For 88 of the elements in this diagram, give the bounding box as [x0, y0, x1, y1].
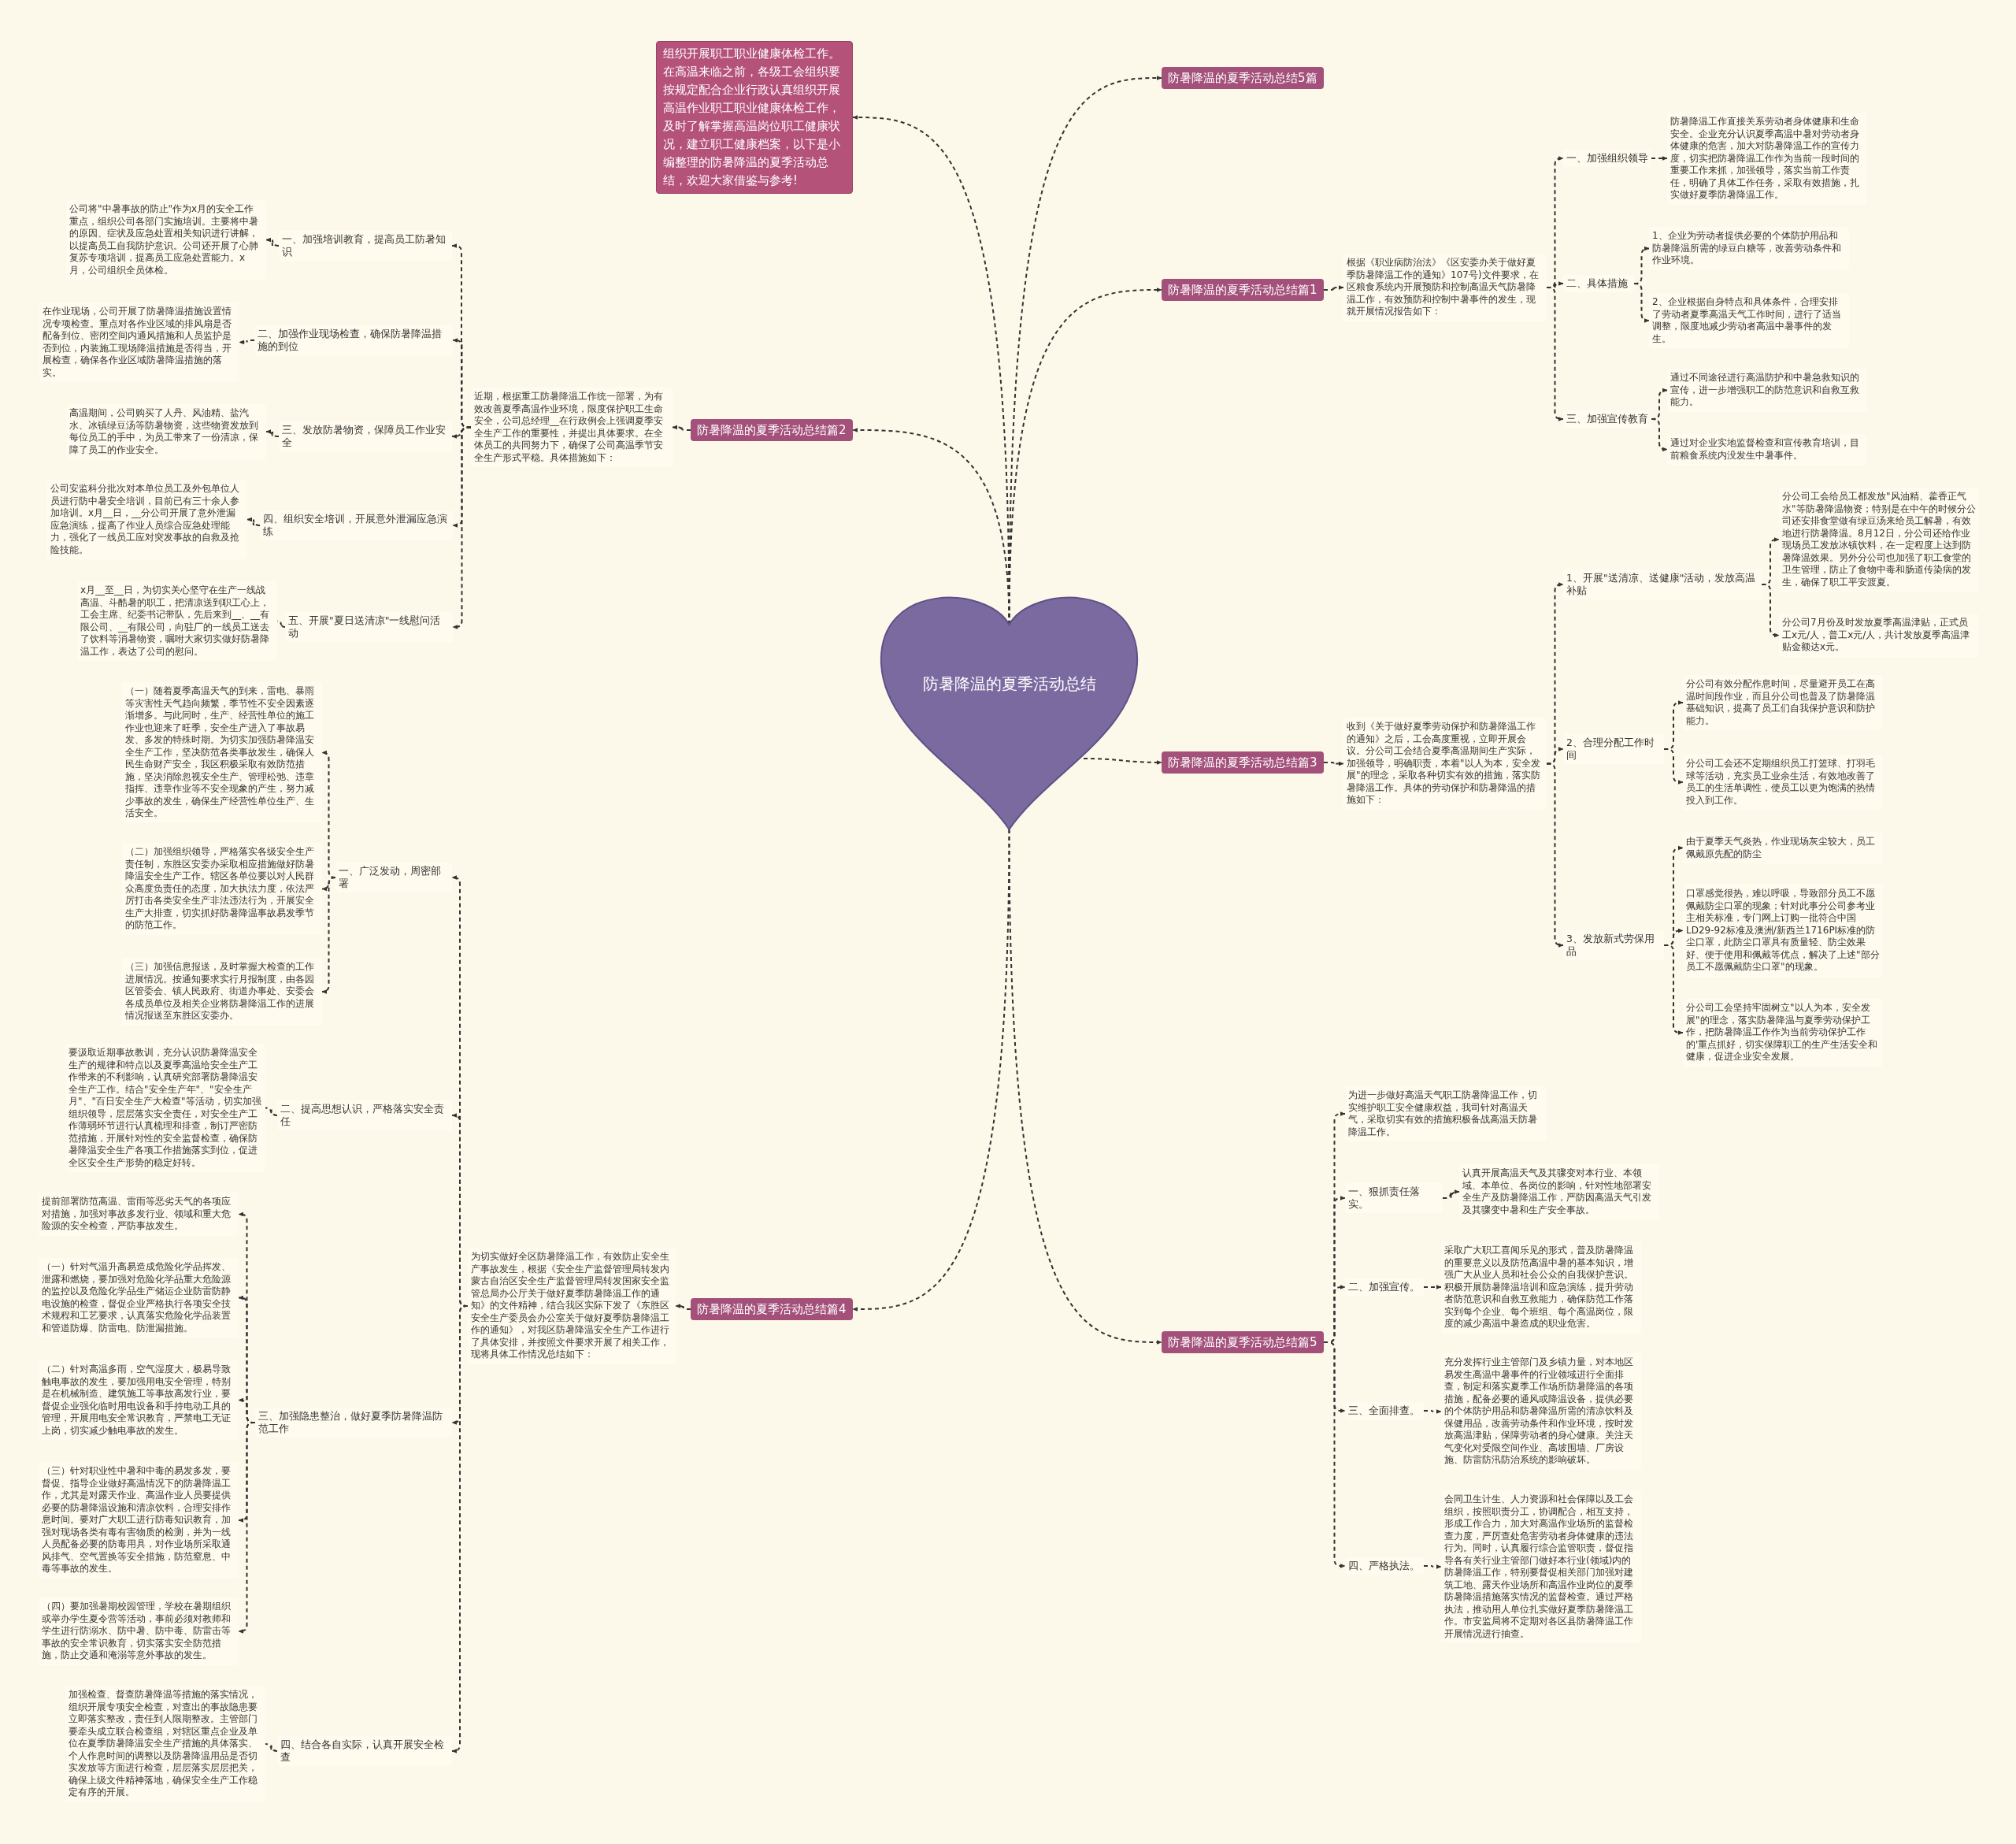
subtopic-label: 四、组织安全培训，开展意外泄漏应急演练 [260, 510, 453, 540]
subtopic-label: 一、加强培训教育，提高员工防暑知识 [279, 231, 452, 261]
topic-box: 防暑降温的夏季活动总结篇5 [1162, 1331, 1324, 1353]
note-box: 要汲取近期事故教训，充分认识防暑降温安全生产的规律和特点以及夏季高温给安全生产工作带来的不利影响，认真研究部署防暑降温安全生产工作。结合"安全生产年"、"安全生产月"、"百日安全生产大检查"等活动，切实加强组织领导，层层落实安全责任，对安全生产工作薄弱环节进行认真梳理和排查，制订严密防范措施，开展针对性的安全监督检查，确保防暑降温安全生产各项工作措施落实到位，促进全区安全生产形势的稳定好转。 [65, 1044, 265, 1172]
subtopic-label: 四、严格执法。 [1345, 1557, 1424, 1575]
note-box: 分公司7月份及时发放夏季高温津贴，正式员工x元/人，普工x元/人，共计发放夏季高温津贴金额达x元。 [1779, 614, 1979, 657]
topic-box: 防暑降温的夏季活动总结篇1 [1162, 279, 1324, 301]
dashed-connector [1651, 418, 1668, 452]
dashed-connector [321, 877, 336, 994]
note-box: （二）加强组织领导，严格落实各级安全生产责任制，东胜区安委办采取相应措施做好防暑降温安全生产工作。辖区各单位要以对人民群众高度负责任的态度，加大执法力度，依法严厉打击各类安全生产非法违法行为，开展安全生产大排查，切实抓好防暑降温事故易发季节的防范工作。 [122, 843, 322, 935]
summary-box: 近期，根据重工防暑降温工作统一部署，为有效改善夏季高温作业环境，限度保护职工生命安全，公司总经理__在行政例会上强调夏季安全生产工作的重要性，并提出具体要求。在全体员工的共同努力下，确保了公司高温季节安全生产形式平稳。具体措施如下： [471, 388, 673, 467]
summary-box: 根据《职业病防治法》《区安委办关于做好夏季防暑降温工作的通知》107号)文件要求，在区粮食系统内开展预防和控制高温天气防暑降温工作，有效预防和控制中暑事件的发生，现就开展情况报告如下： [1343, 254, 1547, 321]
note-box: 由于夏季天气炎热，作业现场灰尘较大，员工佩戴原先配的防尘 [1683, 833, 1883, 863]
dashed-connector [1323, 1341, 1346, 1568]
subtopic-label: 一、广泛发动，周密部署 [335, 863, 452, 892]
note-box: 加强检查、督查防暑降温等措施的落实情况，组织开展专项安全检查，对查出的事故隐患要立即落实整改，责任到人限期整改。主管部门要牵头成立联合检查组，对辖区重点企业及单位在夏季防暑降温安全生产措施的具体落实、个人作息时间的调整以及防暑降温用品是否切实发放等方面进行检查，层层落实层层把关，确保上级文件精神落地，确保安全生产工作稳定有序的开展。 [65, 1686, 265, 1802]
note-box: 高温期间，公司购买了人丹、风油精、盐汽水、冰镇绿豆汤等防暑物资，这些物资发放到每位员工的手中，为员工带来了一份清凉，保障了员工的作业安全。 [66, 404, 266, 459]
note-box: 在作业现场，公司开展了防暑降温措施设置情况专项检查。重点对各作业区域的排风扇是否配备到位、密闭空间内通风措施和人员监护是否到位，内装施工现场降温措施是否得当，开展检查，确保各作业区域防暑降温措施的落实。 [39, 302, 239, 382]
topic-box: 防暑降温的夏季活动总结篇2 [691, 419, 853, 441]
subtopic-label: 1、开展"送清凉、送健康"活动，发放高温补贴 [1563, 570, 1762, 599]
note-box: 通过对企业实地监督检查和宣传教育培训，目前粮食系统内没发生中暑事件。 [1667, 434, 1867, 465]
note-box: x月__至__日，为切实关心坚守在生产一线战高温、斗酷暑的职工，把清凉送到职工心上，工会主席、纪委书记带队，先后来到__、__有限公司、__有限公司，向驻厂的一线员工送去了饮料等消暑物资，嘱咐大家切实做好防暑降温工作，表达了公司的慰问。 [77, 581, 277, 661]
summary-box: 收到《关于做好夏季劳动保护和防暑降温工作的通知》之后，工会高度重视，立即开展会议。分公司工会结合夏季高温期间生产实际，加强领导，明确职责，本着"以人为本，安全发展"的理念，采取各种切实有效的措施，落实防暑降温工作。具体的劳动保护和防暑降温的措施如下： [1343, 718, 1547, 810]
dashed-connector [1083, 758, 1162, 765]
note-box: 防暑降温工作直接关系劳动者身体健康和生命安全。企业充分认识夏季高温中暑对劳动者身体健康的危害，加大对防暑降温工作的宣传力度，切实把防暑降温工作作为当前一段时间的重要工作来抓，加强领导，落实当前工作责任，明确了具体工作任务，采取有效措施，扎实做好夏季防暑降温工作。 [1667, 113, 1867, 205]
topic-box: 防暑降温的夏季活动总结篇4 [691, 1298, 853, 1320]
note-box: （一）随着夏季高温天气的到来，雷电、暴雨等灾害性天气趋向频繁，季节性不安全因素逐渐增多。与此同时，生产、经营性单位的施工作业也迎来了旺季，安全生产进入了事故易发、多发的特殊时期。为切实加强防暑降温安全生产工作，坚决防范各类事故发生，确保人民生命财产安全，我区积极采取有效防范措施，坚决消除忽视安全生产、管理松弛、违章指挥、违章作业等不安全现象的产生，努力减少事故的发生，确保生产经营性单位生产、生活安全。 [122, 682, 322, 823]
note-box: 1、企业为劳动者提供必要的个体防护用品和防暑降温所需的绿豆白糖等，改善劳动条件和作业环境。 [1649, 227, 1849, 270]
dashed-connector [1423, 1564, 1442, 1569]
note-box: 采取广大职工喜闻乐见的形式，普及防暑降温的重要意义以及防范高温中暑的基本知识，增强广大从业人员和社会公众的自我保护意识。积极开展防暑降温培训和应急演练，提升劳动者防范意识和自救互救能力，确保防范工作落实到每个企业、每个班组、每个高温岗位，限度的减少高温中暑造成的职业危害。 [1441, 1241, 1641, 1334]
note-box: 分公司有效分配作息时间，尽量避开员工在高温时间段作业，而且分公司也普及了防暑降温基础知识，提高了员工们自我保护意识和防护能力。 [1683, 675, 1883, 730]
note-box: 公司将"中暑事故的防止"作为x月的安全工作重点，组织公司各部门实施培训。主要将中暑的原因、症状及应急处置相关知识进行讲解，以提高员工自我防护意识。公司还开展了心肺复苏专项培训，提高员工应急处置能力。x月，公司组织全员体检。 [66, 200, 266, 280]
subtopic-label: 三、全面排查。 [1345, 1402, 1424, 1419]
subtopic-label: 三、发放防暑物资，保障员工作业安全 [279, 421, 452, 451]
dashed-connector [1323, 285, 1344, 291]
dashed-connector [239, 339, 255, 345]
dashed-connector [1323, 761, 1344, 766]
note-box: 分公司工会还不定期组织员工打篮球、打羽毛球等活动，充实员工业余生活，有效地改善了员工的生活单调性，使员工以更为饱满的热情投入到工作。 [1683, 755, 1883, 810]
dashed-connector [246, 517, 261, 526]
subtopic-label: 2、合理分配工作时间 [1563, 734, 1664, 764]
dashed-connector [265, 429, 280, 437]
note-box: 通过不同途径进行高温防护和中暑急救知识的宣传，进一步增强职工的防范意识和自救互救能力。 [1667, 369, 1867, 412]
summary-box: 为切实做好全区防暑降温工作，有效防止安全生产事故发生，根据《安全生产监督管理局转发内蒙古自治区安全生产监督管理局转发国家安全监管总局办公厅关于做好夏季防暑降温工作的通知》的文件精神，结合我区实际下发了《东胜区安全生产委员会办公室关于做好夏季防暑降温工作的通知》，对我区防暑降温安全生产工作进行了具体安排，并按照文件要求开展了相关工作，现将具体工作情况总结如下： [468, 1248, 676, 1364]
dashed-connector [452, 426, 472, 629]
subtopic-label: 四、结合各自实际，认真开展安全检查 [277, 1736, 452, 1766]
note-box: 充分发挥行业主管部门及乡镇力量，对本地区易发生高温中暑事件的行业领域进行全面排查，制定和落实夏季工作场所防暑降温的各项措施，配备必要的通风或降温设备，提供必要的个体防护用品和防暑降温所需的清凉饮料及保健用品，改善劳动条件和作业环境，按时发放高温津贴，保障劳动者的身心健康。关注天气变化对受限空间作业、高坡围墙、厂房设施、防雷防汛防治系统的影响破坏。 [1441, 1353, 1641, 1470]
dashed-connector [1442, 1189, 1460, 1199]
note-box: （三）针对职业性中暑和中毒的易发多发，要督促、指导企业做好高温情况下的防暑降温工作，尤其是对露天作业、高温作业人员要提供必要的防暑降温设施和清凉饮料，合理安排作息时间。要对广大职工进行防毒知识教育，加强对现场各类有毒有害物质的检测，并为一线人员配备必要的防毒用具，对作业场所采取通风排气、空气置换等安全措施，防范窒息、中毒等事故的发生。 [39, 1462, 239, 1579]
note-box: 公司安监科分批次对本单位员工及外包单位人员进行防中暑安全培训，目前已有三十余人参加培训。x月__日，__分公司开展了意外泄漏应急演练，提高了作业人员综合应急处理能力，强化了一线员工应对突发事故的自救及抢险技能。 [47, 480, 247, 559]
note-box: （三）加强信息报送，及时掌握大检查的工作进展情况。按通知要求实行月报制度，由各园区管委会、镇人民政府、街道办事处、安委会各成员单位及相关企业将防暑降温工作的进展情况报送至东胜区安委办。 [122, 958, 322, 1026]
subtopic-label: 二、提高思想认识，严格落实安全责任 [277, 1100, 452, 1130]
intro-box: 组织开展职工职业健康体检工作。在高温来临之前，各级工会组织要按规定配合企业行政认真组织开展高温作业职工职业健康体检工作，及时了解掌握高温岗位职工健康状况，建立职工健康档案，以下是小编整理的防暑降温的夏季活动总结，欢迎大家借鉴与参考! [656, 41, 853, 194]
dashed-connector [852, 829, 1010, 1312]
note-box: （四）要加强暑期校园管理，学校在暑期组织或举办学生夏令营等活动，事前必须对教师和学生进行防溺水、防中暑、防中毒、防雷击等事故的安全常识教育，切实落实安全防范措施，防止交通和淹溺等意外事故的发生。 [39, 1597, 239, 1665]
dashed-connector [1008, 829, 1162, 1345]
dashed-connector [1633, 283, 1650, 323]
note-box: 分公司工会坚持牢固树立"以人为本，安全发展"的理念，落实防暑降温与夏季劳动保护工作，把防暑降温工作作为当前劳动保护工作的'重点抓好，切实保障职工的生产生活安全和健康，促进企业安全发展。 [1683, 999, 1883, 1067]
subtopic-label: 三、加强隐患整治，做好夏季防暑降温防范工作 [255, 1408, 452, 1438]
subtopic-label: 二、加强作业现场检查，确保防暑降温措施的到位 [254, 325, 453, 355]
summary-box: 为进一步做好高温天气职工防暑降温工作，切实维护职工安全健康权益，我司针对高温天气，采取切实有效的措施积极备战高温天防暑降温工作。 [1345, 1086, 1547, 1141]
dashed-connector [672, 425, 691, 431]
note-box: 2、企业根据自身特点和具体条件，合理安排了劳动者夏季高温天气工作时间，进行了适当调整，限度地减少劳动者高温中暑事件的发生。 [1649, 293, 1849, 348]
note-box: （一）针对气温升高易造成危险化学品挥发、泄露和燃烧，要加强对危险化学品重大危险源的监控以及危险化学品生产储运企业防雷防静电设施的检查，督促企业严格执行各项安全技术规程和工艺要求，认真落实危险化学品装置和管道防爆、防雷电、防泄漏措施。 [39, 1258, 239, 1338]
dashed-connector [265, 1742, 278, 1752]
subtopic-label: 一、狠抓责任落实。 [1345, 1183, 1443, 1213]
dashed-connector [1546, 762, 1564, 948]
dashed-connector [1423, 1409, 1442, 1414]
topic-box: 防暑降温的夏季活动总结5篇 [1162, 67, 1324, 89]
note-box: （二）针对高温多雨，空气湿度大，极易导致触电事故的发生，要加强用电安全管理，特别是在机械制造、建筑施工等事故高发行业，要督促企业强化临时用电设备和手持电动工具的管理，开展用电安全常识教育，严禁电工无证上岗，切实减少触电事故的发生。 [39, 1360, 239, 1440]
note-box: 认真开展高温天气及其骤变对本行业、本领域、本单位、各岗位的影响，针对性地部署安全生产及防暑降温工作，严防因高温天气引发及其骤变中暑和生产安全事故。 [1459, 1164, 1659, 1219]
subtopic-label: 一、加强组织领导 [1563, 150, 1651, 167]
dashed-connector [265, 237, 280, 247]
subtopic-label: 五、开展"夏日送清凉"一线慰问活动 [285, 612, 453, 642]
subtopic-label: 3、发放新式劳保用品 [1563, 930, 1664, 960]
note-box: 会同卫生计生、人力资源和社会保障以及工会组织，按照职责分工，协调配合，相互支持，形成工作合力，加大对高温作业场所的监督检查力度，严厉查处危害劳动者身体健康的违法行为。同时，认真履行综合监管职责，督促指导各有关行业主管部门做好本行业(领域)内的防暑降温工作，特别要督促相关部门加强对建筑工地、露天作业场所和高温作业岗位的夏季防暑降温措施落实情况的监督检查。通过严格执法，推动用人单位扎实做好夏季防暑降温工作。市安监局将不定期对各区县防暑降温工作开展情况进行抽查。 [1441, 1490, 1641, 1643]
note-box: 分公司工会给员工都发放"风油精、藿香正气水"等防暑降温物资；特别是在中午的时候分公司还安排食堂做有绿豆汤来给员工解暑，有效地进行防暑降温。8月12日，分公司还给作业现场员工发放冰镇饮料，在一定程度上达到防暑降温效果。另外分公司也加强了职工食堂的卫生管理，防止了食物中毒和肠道传染病的发生，确保了职工平安渡夏。 [1779, 488, 1979, 592]
subtopic-label: 二、具体措施 [1563, 275, 1634, 292]
dashed-connector [1423, 1285, 1442, 1289]
note-box: 口罩感觉很热，难以呼吸，导致部分员工不愿佩戴防尘口罩的现象；针对此事分公司参考业主相关标准，专门网上订购一批符合中国LD29-92标准及澳洲/新西兰1716PI标准的防尘口罩，此防尘口罩具有质量轻、防尘效果好、便于使用和佩戴等优点，解决了上述"部分员工不愿佩戴防尘口罩"的现象。 [1683, 885, 1883, 977]
dashed-connector [675, 1304, 691, 1310]
subtopic-label: 二、加强宣传。 [1345, 1278, 1424, 1296]
note-box: 提前部署防范高温、雷雨等恶劣天气的各项应对措施，加强对事故多发行业、领域和重大危险源的安全检查，严防事故发生。 [39, 1193, 239, 1236]
topic-box: 防暑降温的夏季活动总结篇3 [1162, 751, 1324, 774]
dashed-connector [265, 1106, 278, 1116]
central-topic-text: 防暑降温的夏季活动总结 [921, 673, 1097, 694]
subtopic-label: 三、加强宣传教育 [1563, 410, 1651, 428]
dashed-connector [451, 1305, 469, 1753]
dashed-connector [1651, 156, 1668, 161]
